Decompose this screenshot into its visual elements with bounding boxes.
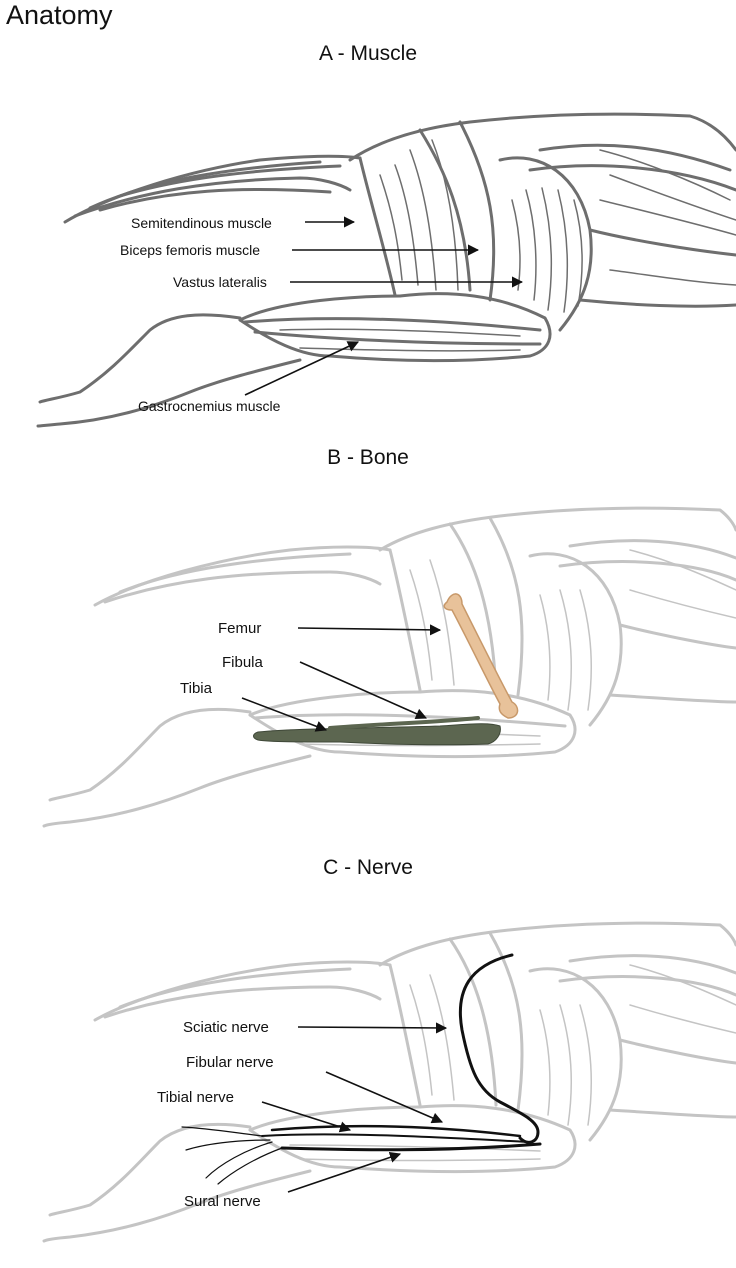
arrow-femur <box>297 624 442 636</box>
leg-outline-bone <box>42 506 736 828</box>
label-tibia: Tibia <box>180 680 213 697</box>
label-femur: Femur <box>218 620 261 637</box>
panel-bone-title: B - Bone <box>327 446 409 469</box>
label-tibial-nerve: Tibial nerve <box>157 1089 234 1106</box>
label-fibular-nerve: Fibular nerve <box>186 1054 274 1071</box>
fibular-nerve-path <box>270 1124 522 1138</box>
page-title: Anatomy <box>6 0 113 30</box>
femur-bone <box>443 593 519 719</box>
arrow-fibular-nerve <box>325 1071 444 1124</box>
label-vastus-lateralis: Vastus lateralis <box>173 274 267 290</box>
sural-nerve-path <box>280 1142 542 1152</box>
arrow-tibial-nerve <box>261 1101 352 1133</box>
arrow-sural-nerve <box>287 1151 402 1193</box>
bone-diagram: Femur Fibula Tibia <box>42 506 736 828</box>
panel-muscle-title: A - Muscle <box>318 42 418 65</box>
panel-nerve-title: C - Nerve <box>323 856 413 879</box>
arrow-sciatic-nerve <box>297 1022 448 1034</box>
leg-outline-muscle <box>36 112 736 428</box>
tibial-nerve-path <box>261 1133 529 1143</box>
label-gastrocnemius: Gastrocnemius muscle <box>138 398 281 414</box>
label-biceps-femoris: Biceps femoris muscle <box>120 242 260 258</box>
arrow-gastrocnemius <box>244 341 360 396</box>
leg-outline-nerve <box>42 921 736 1243</box>
tibia-fibula-bone <box>253 716 501 746</box>
sciatic-nerve-path <box>458 953 540 1144</box>
nerve-paths <box>181 953 542 1185</box>
panel-nerve: C - Nerve <box>0 840 736 1268</box>
panel-muscle: A - Muscle <box>0 0 736 440</box>
biceps-femoris-outline <box>418 128 472 292</box>
label-semitendinous: Semitendinous muscle <box>131 215 272 231</box>
muscle-diagram: Semitendinous muscle Biceps femoris musc… <box>36 112 736 428</box>
label-sciatic-nerve: Sciatic nerve <box>183 1019 269 1036</box>
label-sural-nerve: Sural nerve <box>184 1193 261 1210</box>
label-fibula: Fibula <box>222 654 264 671</box>
panel-bone: B - Bone <box>0 440 736 840</box>
nerve-diagram: Sciatic nerve Fibular nerve Tibial nerve… <box>42 921 736 1243</box>
arrow-fibula <box>299 661 428 720</box>
arrow-tibia <box>241 697 328 732</box>
gastrocnemius-outline <box>238 294 402 322</box>
